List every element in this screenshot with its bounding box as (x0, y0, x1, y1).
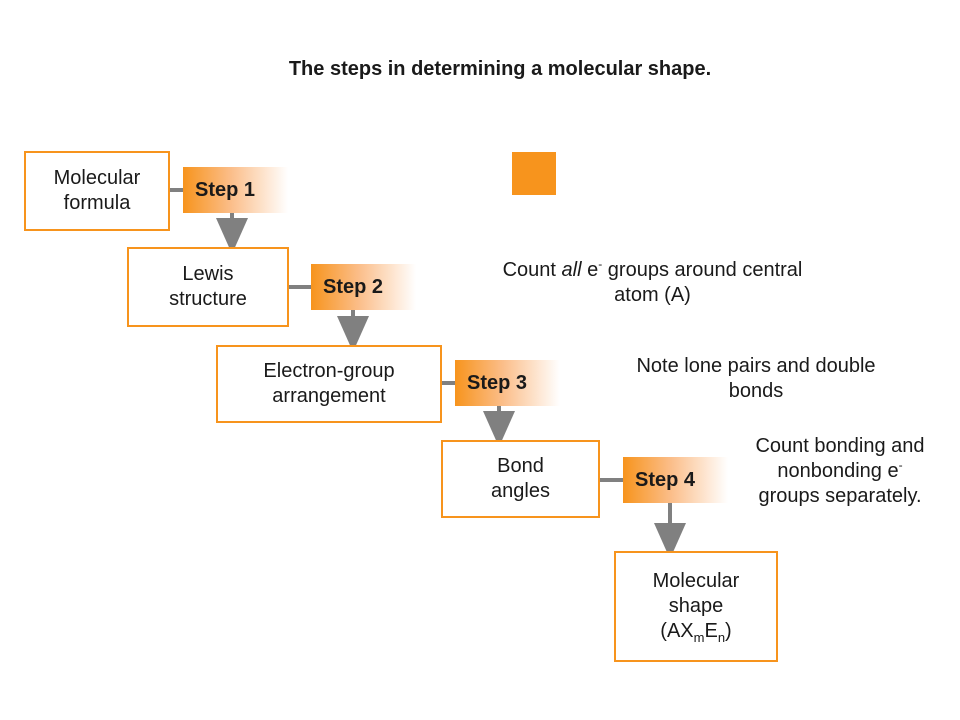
diagram-title: The steps in determining a molecular sha… (288, 58, 712, 80)
electron-group-line1: Electron-group (263, 360, 395, 382)
step-2-note-suffix: groups around central (602, 259, 803, 281)
molecular-shape-line2: shape (668, 595, 724, 617)
step-4-note-line1: Count bonding and (755, 435, 925, 457)
step-4-note-line2: nonbonding e- (722, 459, 958, 484)
molecular-formula-box: Molecular formula (24, 151, 170, 231)
molecular-shape-formula: (AXmEn) (660, 619, 731, 644)
molecular-shape-box: Molecular shape (AXmEn) (614, 551, 778, 662)
step-3-note-line1: Note lone pairs and double (636, 355, 876, 377)
lewis-structure-line2: structure (169, 288, 247, 310)
step-2-note-line1: Count all e- groups around central (440, 258, 865, 283)
step-2-note-charge: - (598, 257, 603, 271)
step-2-note: Count all e- groups around central atom … (440, 258, 865, 308)
step-3-note-line2: bonds (728, 380, 784, 402)
bond-angles-line2: angles (491, 480, 550, 502)
shape-formula-n: n (717, 630, 726, 645)
shape-formula-e: E (704, 620, 718, 642)
step-2-note-electron: e (581, 259, 599, 281)
molecular-formula-line2: formula (63, 192, 131, 214)
shape-formula-close: ) (725, 620, 732, 642)
electron-group-box: Electron-group arrangement (216, 345, 442, 423)
shape-formula-m: m (693, 630, 705, 645)
molecular-formula-line1: Molecular (53, 167, 141, 189)
step-4-note-charge: - (898, 458, 903, 472)
step-4-note: Count bonding and nonbonding e- groups s… (722, 434, 958, 509)
lewis-structure-box: Lewis structure (127, 247, 289, 327)
step-3-note: Note lone pairs and double bonds (586, 354, 926, 404)
step-1-label: Step 1 (183, 167, 288, 213)
electron-group-line2: arrangement (272, 385, 386, 407)
molecular-shape-line1: Molecular (652, 570, 740, 592)
shape-formula-open: (AX (660, 620, 694, 642)
step-4-note-line2-text: nonbonding e (777, 460, 899, 482)
lewis-structure-line1: Lewis (182, 263, 234, 285)
bond-angles-line1: Bond (497, 455, 544, 477)
step-4-label: Step 4 (623, 457, 728, 503)
step-2-label: Step 2 (311, 264, 416, 310)
step-4-note-line3: groups separately. (758, 485, 922, 507)
bond-angles-box: Bond angles (441, 440, 600, 518)
step-2-note-prefix: Count (502, 259, 562, 281)
step-3-label: Step 3 (455, 360, 560, 406)
step-2-note-line2: atom (A) (614, 284, 691, 306)
orange-square-marker (512, 152, 556, 195)
step-2-note-emphasis: all (561, 259, 582, 281)
